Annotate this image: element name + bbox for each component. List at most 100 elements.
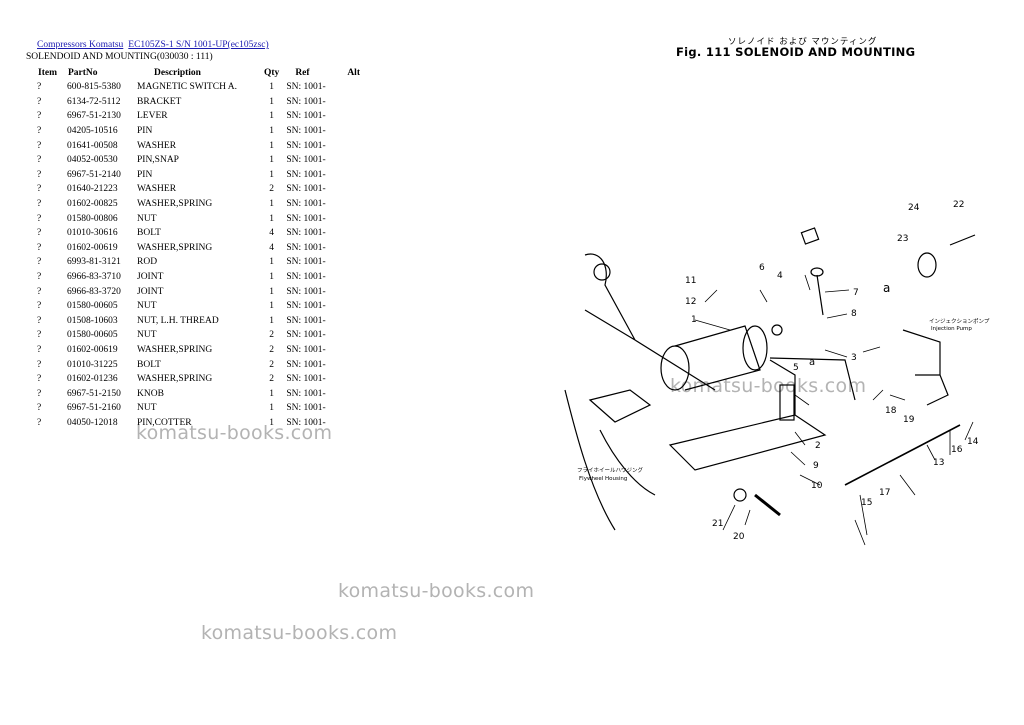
cell-partno: 01010-31225 — [67, 359, 118, 370]
cell-alt — [343, 211, 371, 226]
cell-alt — [343, 197, 371, 212]
cell-alt — [343, 284, 371, 299]
mounting-plate — [668, 414, 827, 471]
column-header-qty: Qty — [264, 68, 280, 78]
table-header-row: Item PartNo Description Qty Ref Alt — [34, 66, 371, 80]
cell-item: ? — [37, 286, 42, 297]
cell-item: ? — [37, 228, 42, 239]
cell-item: ? — [37, 374, 42, 385]
cell-qty: 1 — [269, 199, 275, 210]
cell-qty: 4 — [269, 228, 275, 239]
cell-ref: SN: 1001- — [286, 242, 326, 253]
cell-item: ? — [37, 344, 42, 355]
solenoid-end-cap — [660, 345, 690, 391]
cell-partno: 6967-51-2140 — [67, 169, 121, 180]
cell-item: ? — [37, 155, 42, 166]
engine-boss — [593, 263, 611, 281]
cell-ref: SN: 1001- — [286, 126, 326, 137]
cell-partno: 6967-51-2130 — [67, 111, 121, 122]
flywheel-housing-outline — [564, 389, 616, 531]
cell-partno: 01010-30616 — [67, 228, 118, 239]
cell-partno: 600-815-5380 — [67, 82, 121, 93]
cell-partno: 01602-00825 — [67, 199, 118, 210]
table-row: ? 01010-30616 BOLT 4 SN: 1001- — [34, 226, 371, 241]
cell-ref: SN: 1001- — [286, 169, 326, 180]
cell-partno: 01641-00508 — [67, 140, 118, 151]
cell-ref: SN: 1001- — [286, 228, 326, 239]
breadcrumb-link-category[interactable]: Compressors Komatsu — [37, 40, 124, 50]
cell-description: PIN — [137, 169, 153, 180]
cell-qty: 1 — [269, 388, 275, 399]
cell-alt — [343, 416, 371, 431]
svg-text:20: 20 — [733, 532, 745, 542]
cell-description: MAGNETIC SWITCH A. — [137, 82, 238, 93]
cell-ref: SN: 1001- — [286, 199, 326, 210]
cell-item: ? — [37, 330, 42, 341]
cell-item: ? — [37, 213, 42, 224]
cell-item: ? — [37, 417, 42, 428]
cell-alt — [343, 124, 371, 139]
injection-pump-label-jp: インジェクションポンプ — [929, 318, 990, 325]
svg-text:18: 18 — [885, 406, 897, 416]
cell-ref: SN: 1001- — [286, 272, 326, 283]
cell-alt — [343, 182, 371, 197]
cell-ref: SN: 1001- — [286, 344, 326, 355]
cell-partno: 01580-00806 — [67, 213, 118, 224]
column-header-description: Description — [154, 68, 201, 78]
cell-qty: 1 — [269, 286, 275, 297]
cell-description: WASHER,SPRING — [137, 242, 213, 253]
cell-qty: 1 — [269, 82, 275, 93]
svg-text:12: 12 — [685, 297, 696, 307]
cell-description: JOINT — [137, 286, 164, 297]
cell-qty: 2 — [269, 374, 275, 385]
svg-text:3: 3 — [851, 353, 857, 363]
injection-pump-label: Injection Pump — [931, 326, 972, 332]
column-header-alt: Alt — [347, 68, 360, 78]
cell-item: ? — [37, 257, 42, 268]
cell-qty: 1 — [269, 417, 275, 428]
cell-ref: SN: 1001- — [286, 301, 326, 312]
cell-description: WASHER — [137, 140, 177, 151]
cell-item: ? — [37, 111, 42, 122]
cell-qty: 1 — [269, 155, 275, 166]
cell-ref: SN: 1001- — [286, 374, 326, 385]
cell-item: ? — [37, 301, 42, 312]
cell-item: ? — [37, 184, 42, 195]
cell-qty: 1 — [269, 111, 275, 122]
breadcrumb-link-model[interactable]: EC105ZS-1 S/N 1001-UP(ec105zsc) — [128, 40, 269, 50]
cell-partno: 01580-00605 — [67, 330, 118, 341]
cell-alt — [343, 226, 371, 241]
bracket-arm — [588, 389, 652, 423]
cell-ref: SN: 1001- — [286, 257, 326, 268]
cell-partno: 6967-51-2150 — [67, 388, 121, 399]
cell-qty: 2 — [269, 184, 275, 195]
cell-item: ? — [37, 242, 42, 253]
cell-alt — [343, 328, 371, 343]
cell-ref: SN: 1001- — [286, 213, 326, 224]
svg-text:6: 6 — [759, 263, 765, 273]
svg-text:10: 10 — [811, 481, 823, 491]
joint-part — [917, 252, 937, 278]
rod-head — [810, 267, 824, 277]
cell-partno: 01508-10603 — [67, 315, 118, 326]
cell-description: NUT, L.H. THREAD — [137, 315, 219, 326]
cell-description: NUT — [137, 213, 157, 224]
cell-partno: 6967-51-2160 — [67, 403, 121, 414]
cell-qty: 1 — [269, 213, 275, 224]
cell-description: NUT — [137, 330, 157, 341]
cell-description: BRACKET — [137, 96, 182, 107]
cell-description: WASHER,SPRING — [137, 199, 213, 210]
cell-description: BOLT — [137, 228, 161, 239]
lever — [769, 357, 856, 401]
cell-ref: SN: 1001- — [286, 388, 326, 399]
cell-alt — [343, 153, 371, 168]
svg-text:16: 16 — [951, 445, 963, 455]
